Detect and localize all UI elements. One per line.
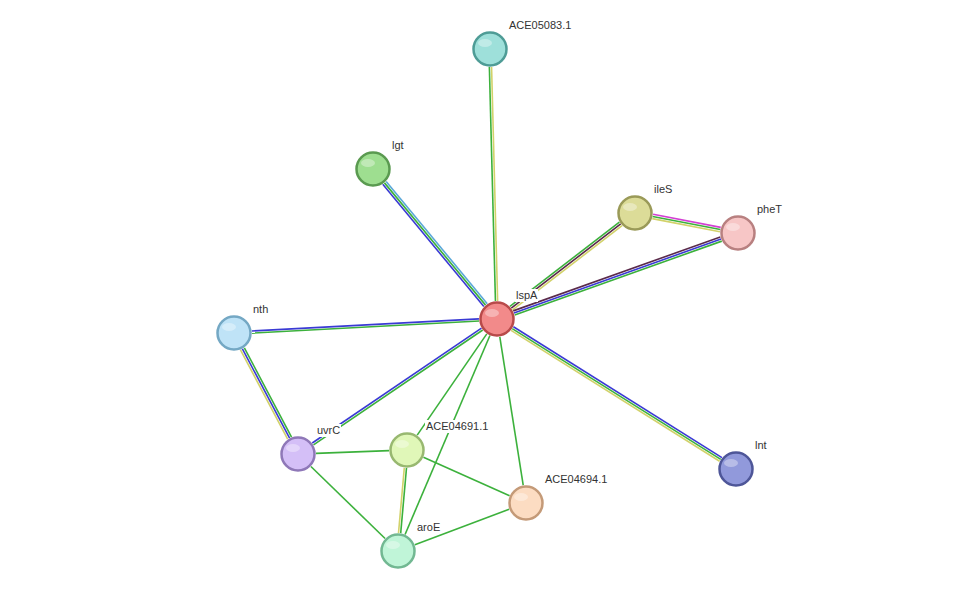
node-disc [722,217,755,250]
interaction-edge [423,457,509,495]
interaction-edge [311,467,385,539]
node-circle [617,195,653,231]
evidence-line [252,319,479,331]
interaction-edge [240,348,291,439]
node-circle [216,315,252,351]
node-highlight [286,444,300,452]
evidence-line [500,337,523,485]
node-highlight [395,440,409,448]
node-label: ACE04694.1 [544,473,608,486]
node-circle [720,215,756,251]
interaction-edge [399,468,407,533]
evidence-line [512,329,721,460]
node-circle [389,432,425,468]
node-label: ACE04691.1 [425,420,489,433]
node-highlight [623,203,637,211]
evidence-line [311,467,385,539]
node-highlight [724,459,738,467]
protein-node: aroE [380,533,416,569]
node-disc [720,453,753,486]
interaction-edge [383,181,487,306]
evidence-line [513,237,720,311]
node-disc [218,317,251,350]
node-label: lspA [515,289,538,302]
node-label: uvrC [316,424,341,437]
node-circle [472,31,508,67]
node-disc [282,438,315,471]
protein-node: nth [216,315,252,351]
node-circle [718,451,754,487]
evidence-line [386,181,487,303]
evidence-line [384,183,485,305]
evidence-line [511,330,720,461]
node-highlight [485,309,499,317]
interaction-edge [652,214,720,231]
interaction-edge [252,319,479,333]
protein-node: uvrC [280,436,316,472]
evidence-line [514,239,721,313]
node-disc [481,303,514,336]
evidence-line [242,349,289,438]
protein-node: lnt [718,451,754,487]
node-highlight [386,541,400,549]
evidence-line [510,222,619,306]
protein-node: ileS [617,195,653,231]
evidence-line [653,216,721,229]
protein-node: ACE04691.1 [389,432,425,468]
interaction-edge [513,237,722,315]
node-highlight [222,323,236,331]
node-disc [391,434,424,467]
protein-node: pheT [720,215,756,251]
node-label: aroE [416,521,441,534]
node-highlight [478,39,492,47]
evidence-line [316,451,389,454]
node-disc [382,535,415,568]
protein-node: lspA [479,301,515,337]
interaction-edge [489,67,497,301]
protein-node: ACE05083.1 [472,31,508,67]
evidence-line [513,226,622,310]
node-circle [280,436,316,472]
evidence-line [399,468,405,533]
protein-node: ACE04694.1 [508,485,544,521]
node-circle [355,151,391,187]
node-label: lgt [391,139,405,152]
node-label: pheT [756,203,783,216]
node-label: lnt [754,439,768,452]
node-label: ACE05083.1 [508,19,572,32]
interaction-edge [405,336,490,535]
evidence-line [405,336,490,535]
evidence-line [240,350,287,439]
node-highlight [514,493,528,501]
evidence-line [511,224,620,308]
node-disc [474,33,507,66]
evidence-line [515,241,722,315]
interaction-edge [415,509,509,544]
interaction-edge [500,337,523,485]
interaction-edge [511,327,722,462]
node-disc [357,153,390,186]
evidence-line [652,219,720,232]
evidence-line [252,321,479,333]
node-disc [619,197,652,230]
node-circle [380,533,416,569]
evidence-line [513,327,722,458]
node-disc [510,487,543,520]
evidence-line [244,348,291,437]
node-label: nth [252,303,269,316]
node-circle [479,301,515,337]
evidence-line [415,509,509,544]
evidence-line [423,457,509,495]
interaction-edge [316,451,389,454]
node-highlight [726,223,740,231]
evidence-line [383,184,484,306]
evidence-line [492,67,498,301]
protein-node: lgt [355,151,391,187]
node-highlight [361,159,375,167]
node-label: ileS [653,183,673,196]
node-circle [508,485,544,521]
